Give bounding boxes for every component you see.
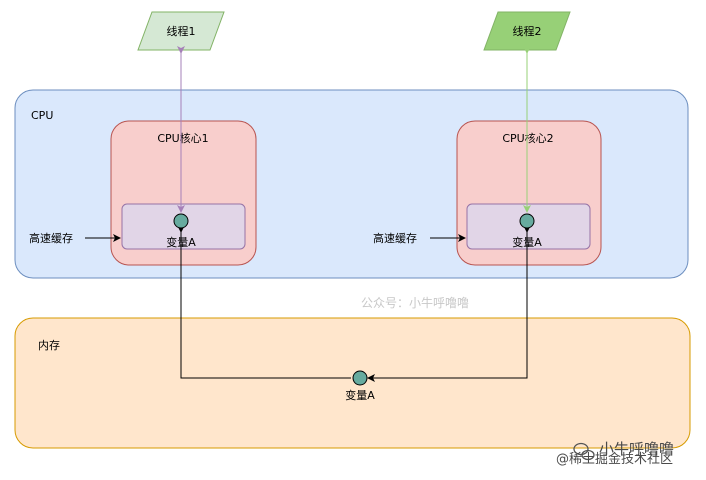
center-watermark: 公众号：小牛呼噜噜	[361, 295, 469, 310]
thread-2-label: 线程2	[513, 24, 542, 38]
cache-2-label: 高速缓存	[373, 231, 417, 245]
core-1-var-a-dot	[173, 213, 189, 229]
memory-container	[14, 317, 691, 449]
cpu-core-2-label: CPU核心2	[502, 131, 553, 145]
cpu-label: CPU	[31, 109, 53, 122]
memory-var-a-label: 变量A	[345, 388, 375, 402]
memory-var-a-dot	[352, 370, 368, 386]
core-2-var-a-label: 变量A	[512, 235, 542, 249]
thread-1-label: 线程1	[167, 24, 196, 38]
core-1-var-a-label: 变量A	[166, 235, 196, 249]
bottom-watermark-sub: @稀土掘金技术社区	[556, 451, 673, 467]
cache-1-label: 高速缓存	[29, 231, 73, 245]
core-2-memory-link	[367, 225, 531, 382]
memory-label: 内存	[38, 338, 60, 352]
wechat-icon	[573, 442, 595, 461]
core-2-var-a-dot	[519, 213, 535, 229]
thread-2-node	[483, 11, 571, 51]
thread-1-node	[137, 11, 225, 51]
core-1-memory-link	[177, 225, 351, 379]
cpu-core-1-label: CPU核心1	[157, 131, 208, 145]
bottom-watermark: 小牛呼噜噜	[599, 440, 674, 458]
